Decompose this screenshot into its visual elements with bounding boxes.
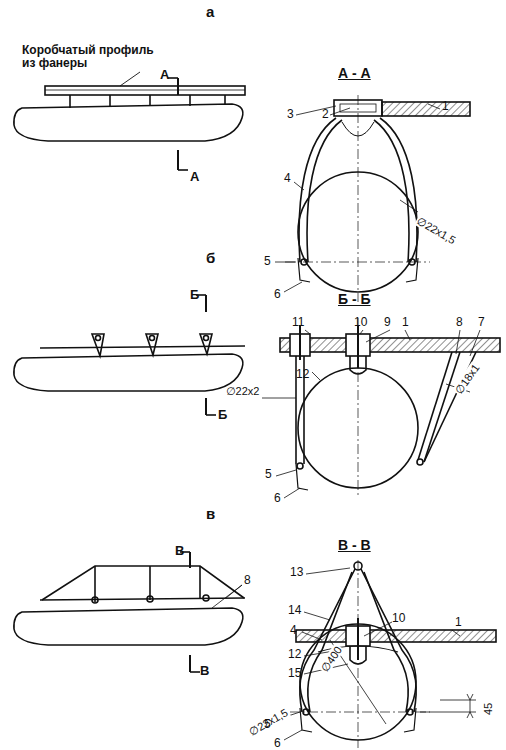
callout-number: 4	[290, 624, 297, 637]
callout-number: 3	[287, 108, 294, 121]
section-title: В - В	[338, 538, 371, 553]
callout-number: 2	[322, 108, 329, 121]
callout-number: 4	[284, 172, 291, 185]
section-mark: В	[175, 544, 184, 558]
callout-number: 6	[274, 492, 281, 505]
callout-number: 13	[290, 566, 303, 579]
callout-number: 10	[392, 612, 405, 625]
dimension-label: 45	[482, 702, 494, 716]
dimension-label: ∅22x2	[226, 385, 259, 397]
callout-number: 1	[455, 616, 462, 629]
part-note: Коробчатый профиль из фанеры	[22, 44, 157, 70]
section-mark: А	[190, 170, 199, 184]
callout-number: 10	[354, 316, 367, 329]
callout-number: 14	[288, 604, 301, 617]
section-mark: В	[200, 664, 209, 678]
callout-number: 5	[264, 718, 271, 731]
callout-number: 1	[402, 316, 409, 329]
callout-number: 15	[288, 667, 301, 680]
callout-number: 1	[442, 100, 449, 113]
callout-number: 11	[292, 316, 304, 329]
view-letter: б	[206, 250, 215, 267]
callout-number: 5	[265, 468, 272, 481]
callout-number: 6	[274, 737, 281, 750]
callout-number: 9	[384, 316, 391, 329]
callout-number: 8	[244, 574, 251, 587]
callout-number: 5	[264, 255, 271, 268]
callout-number: 8	[456, 316, 463, 329]
callout-number: 7	[478, 316, 485, 329]
section-title: Б - Б	[338, 292, 371, 307]
callout-number: 6	[274, 288, 281, 301]
dimension-label: ∅22x1,5	[414, 214, 459, 247]
callout-number: 12	[296, 368, 309, 381]
dimension-label: ∅18x1	[452, 361, 482, 397]
callout-number: 12	[288, 648, 301, 661]
section-title: А - А	[338, 66, 371, 81]
section-mark: Б	[218, 408, 227, 422]
section-mark: Б	[190, 288, 199, 302]
section-mark: А	[160, 68, 169, 82]
view-letter: в	[206, 506, 215, 523]
view-letter: а	[206, 4, 214, 21]
